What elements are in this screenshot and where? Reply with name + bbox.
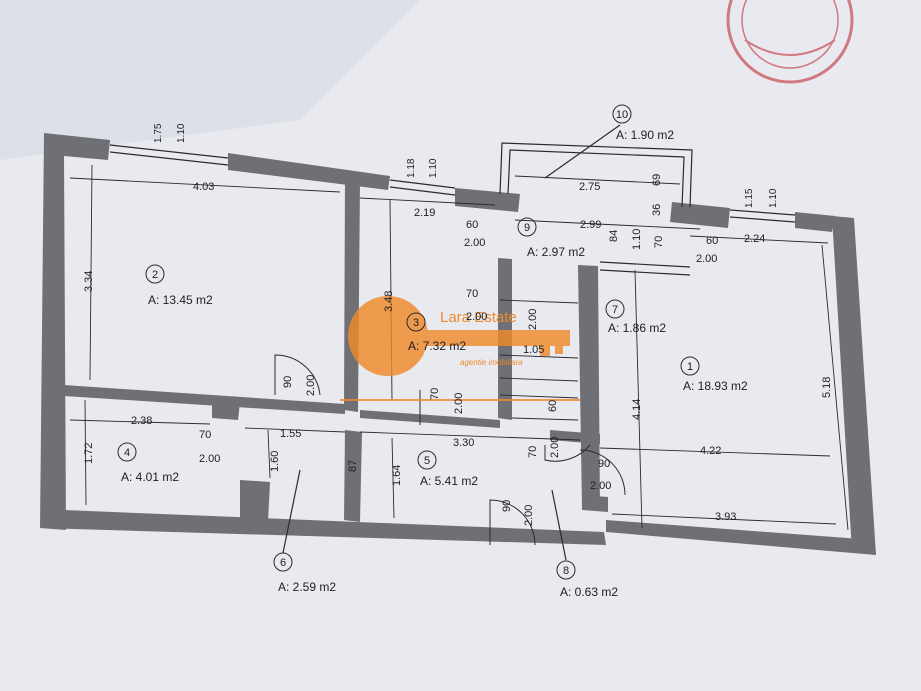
- dim-label: 2.24: [744, 233, 765, 245]
- dim-label: 3.48: [383, 291, 395, 312]
- dim-label: 60: [706, 235, 718, 247]
- dim-label: 69: [651, 174, 663, 186]
- room-number-4: 4: [124, 447, 130, 459]
- room-number-5: 5: [424, 455, 430, 467]
- dim-label: 2.00: [464, 237, 485, 249]
- room-area-4: A: 4.01 m2: [121, 470, 179, 484]
- dim-label: 87: [347, 460, 359, 472]
- dim-label: 3.30: [453, 437, 474, 449]
- window-lines: [109, 142, 796, 276]
- dim-label: 4.14: [631, 399, 643, 420]
- room-number-8: 8: [563, 565, 569, 577]
- dim-label: 90: [501, 500, 513, 512]
- room-number-1: 1: [687, 361, 693, 373]
- dim-label: 60: [547, 400, 559, 412]
- dim-label: 2.00: [549, 437, 561, 458]
- dim-label: 2.00: [527, 309, 539, 330]
- room-number-6: 6: [280, 557, 286, 569]
- room-area-1: A: 18.93 m2: [683, 379, 748, 393]
- dim-label: 2.75: [579, 181, 600, 193]
- dim-label: 1.60: [269, 451, 281, 472]
- window-2-bottom: 1.10: [428, 158, 439, 178]
- dim-label: 2.38: [131, 415, 152, 427]
- room-area-2: A: 13.45 m2: [148, 293, 213, 307]
- dim-label: 2.00: [590, 480, 611, 492]
- dim-label: 1.05: [523, 344, 544, 356]
- paper-shadow: [0, 0, 420, 160]
- dim-label: 2.00: [199, 453, 220, 465]
- room-number-9: 9: [524, 222, 530, 234]
- dim-label: 36: [651, 204, 663, 216]
- room-number-7: 7: [612, 304, 618, 316]
- dim-label: 1.72: [83, 443, 95, 464]
- room-number-3: 3: [413, 317, 419, 329]
- dim-label: 2.00: [453, 393, 465, 414]
- room-number-2: 2: [152, 269, 158, 281]
- window-3-bottom: 1.10: [768, 188, 779, 208]
- stamp-seal: [726, 0, 854, 84]
- dim-label: 1.10: [631, 229, 643, 250]
- dim-label: 4.03: [193, 181, 214, 193]
- room-area-5: A: 5.41 m2: [420, 474, 478, 488]
- dim-label: 70: [527, 446, 539, 458]
- room-markers: [117, 104, 700, 580]
- dim-label: 84: [608, 230, 620, 242]
- dim-label: 2.00: [696, 253, 717, 265]
- window-1-bottom: 1.10: [176, 123, 187, 143]
- leader-lines: [282, 124, 621, 561]
- dim-label: 3.93: [715, 511, 736, 523]
- walls: [40, 133, 876, 555]
- room-number-10: 10: [616, 109, 628, 121]
- watermark-sub: agentie imobiliara: [460, 358, 523, 367]
- dim-label: 5.18: [821, 377, 833, 398]
- dim-label: 90: [282, 376, 294, 388]
- dim-label: 70: [199, 429, 211, 441]
- room-area-7: A: 1.86 m2: [608, 321, 666, 335]
- room-area-3: A: 7.32 m2: [408, 339, 466, 353]
- dim-label: 2.19: [414, 207, 435, 219]
- dim-label: 70: [653, 236, 665, 248]
- dim-label: 60: [466, 219, 478, 231]
- window-2-top: 1.18: [406, 158, 417, 178]
- dim-label: 2.00: [305, 375, 317, 396]
- dim-label: 3.34: [83, 271, 95, 292]
- room-area-8: A: 0.63 m2: [560, 585, 618, 599]
- room-area-9: A: 2.97 m2: [527, 245, 585, 259]
- dim-label: 90: [598, 458, 610, 470]
- dim-label: 70: [466, 288, 478, 300]
- window-3-top: 1.15: [744, 188, 755, 208]
- dim-label: 70: [429, 388, 441, 400]
- dim-label: 1.55: [280, 428, 301, 440]
- dim-label: 2.00: [466, 311, 487, 323]
- dim-label: 1.64: [391, 465, 403, 486]
- room-area-10: A: 1.90 m2: [616, 128, 674, 142]
- room-area-6: A: 2.59 m2: [278, 580, 336, 594]
- dim-label: 2.99: [580, 219, 601, 231]
- dim-label: 2.00: [523, 505, 535, 526]
- watermark-brand: Lara Estate: [440, 309, 517, 326]
- lara-estate-logo: [340, 296, 580, 401]
- window-1-top: 1.75: [153, 123, 164, 143]
- dim-label: 4.22: [700, 445, 721, 457]
- door-swings: [274, 354, 626, 546]
